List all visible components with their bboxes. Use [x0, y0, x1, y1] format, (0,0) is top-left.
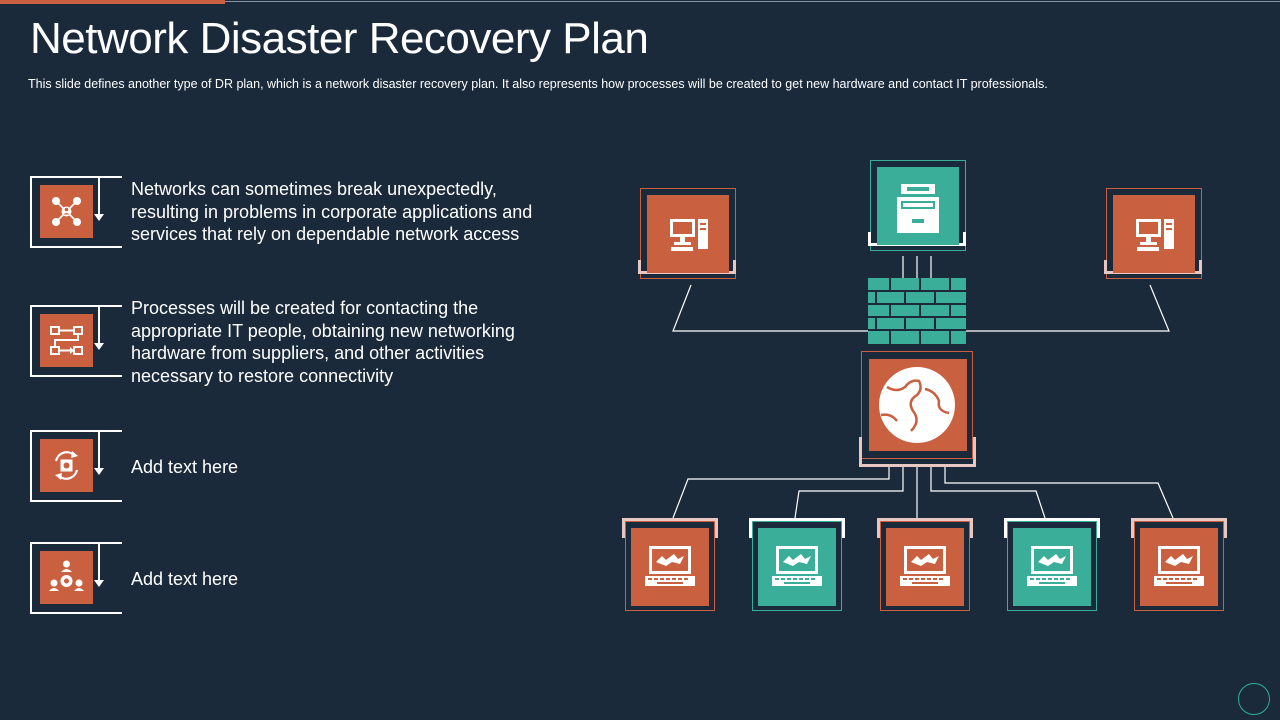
list-item: Processes will be created for contacting… — [30, 298, 590, 386]
laptop-map-icon — [886, 528, 964, 606]
laptop-map-icon — [1013, 528, 1091, 606]
list-item: Networks can sometimes break unexpectedl… — [30, 176, 590, 250]
item-frame — [30, 305, 122, 377]
down-arrow-line — [98, 176, 100, 216]
list-item: Add text here — [30, 542, 590, 616]
accent-bar — [0, 0, 225, 4]
item-text-line: Networks can sometimes break unexpectedl… — [131, 179, 497, 199]
item-text-line: appropriate IT people, obtaining new net… — [131, 320, 515, 341]
gear-cycle-icon — [40, 439, 93, 492]
item-text-line: resulting in problems in corporate appli… — [131, 201, 533, 222]
laptop-map-icon — [631, 528, 709, 606]
desktop-computer-icon — [647, 195, 729, 273]
network-people-icon — [40, 185, 93, 238]
desktop-computer-icon — [1113, 195, 1195, 273]
item-text-line: necessary to restore connectivity — [131, 365, 394, 386]
down-arrow-icon — [94, 468, 104, 475]
item-text-line: Add text here — [131, 569, 239, 589]
item-text-line: Processes will be created for contacting… — [131, 298, 479, 318]
header-rule — [225, 1, 1280, 2]
process-flow-icon — [40, 314, 93, 367]
list-item: Add text here — [30, 430, 590, 504]
item-text: Processes will be created for contacting… — [131, 297, 515, 387]
down-arrow-icon — [94, 580, 104, 587]
down-arrow-line — [98, 305, 100, 345]
down-arrow-line — [98, 542, 100, 582]
item-text-line: Add text here — [131, 457, 239, 477]
item-text: Add text here — [131, 568, 238, 591]
laptop-map-icon — [1140, 528, 1218, 606]
item-frame — [30, 176, 122, 248]
down-arrow-icon — [94, 343, 104, 350]
nav-circle-button[interactable] — [1238, 683, 1270, 715]
down-arrow-line — [98, 430, 100, 470]
laptop-map-icon — [758, 528, 836, 606]
item-text-line: services that rely on dependable network… — [131, 224, 520, 244]
top-accent-line — [0, 0, 1280, 4]
item-text: Networks can sometimes break unexpectedl… — [131, 178, 532, 246]
item-text: Add text here — [131, 456, 238, 479]
item-frame — [30, 430, 122, 502]
file-archive-icon — [877, 167, 959, 245]
page-title: Network Disaster Recovery Plan — [30, 14, 649, 63]
down-arrow-icon — [94, 214, 104, 221]
item-text-line: hardware from suppliers, and other activ… — [131, 343, 485, 363]
team-gear-icon — [40, 551, 93, 604]
firewall-brick-icon — [868, 278, 966, 344]
globe-icon — [869, 359, 967, 451]
page-subtitle: This slide defines another type of DR pl… — [28, 77, 1048, 91]
item-frame — [30, 542, 122, 614]
